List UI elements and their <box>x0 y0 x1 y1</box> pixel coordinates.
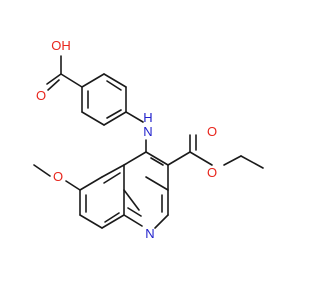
bond <box>101 164 125 178</box>
hydroxyl-label: OH <box>51 38 71 53</box>
bond <box>65 180 81 191</box>
bond <box>167 151 191 166</box>
bond <box>60 73 83 88</box>
bond <box>101 214 125 229</box>
atom-labels: OH O N H O O O N <box>36 38 217 241</box>
bond <box>81 111 105 126</box>
quinoline-nitrogen-label: N <box>145 226 154 241</box>
bond <box>189 151 213 166</box>
bonds <box>33 55 264 229</box>
acid-carbonyl-oxygen-label: O <box>36 88 46 103</box>
bond <box>123 151 147 166</box>
bond <box>47 79 60 91</box>
bond <box>46 73 62 85</box>
bond <box>154 214 169 229</box>
bond <box>145 176 169 191</box>
bond <box>103 111 127 126</box>
bond <box>127 207 142 217</box>
bond <box>103 172 121 184</box>
bond <box>106 80 122 91</box>
bond <box>150 157 164 166</box>
ester-carbonyl-oxygen-label: O <box>207 124 217 139</box>
bond <box>223 155 242 166</box>
bond <box>79 176 103 191</box>
bond <box>103 73 127 88</box>
bond <box>104 212 120 223</box>
bond <box>240 155 264 169</box>
amine-nitrogen-label: N <box>143 124 152 139</box>
methoxy-oxygen-label: O <box>53 169 63 184</box>
amine-hydrogen-label: H <box>143 110 152 125</box>
bond <box>123 189 140 211</box>
molecule-structure: OH O N H O O O N <box>33 38 264 241</box>
bond <box>79 214 103 229</box>
bond <box>81 73 105 88</box>
bond <box>145 151 169 166</box>
bond <box>125 111 144 123</box>
bond <box>123 214 143 227</box>
bond <box>33 164 51 177</box>
ester-oxygen-label: O <box>207 165 217 180</box>
bond <box>106 109 122 119</box>
